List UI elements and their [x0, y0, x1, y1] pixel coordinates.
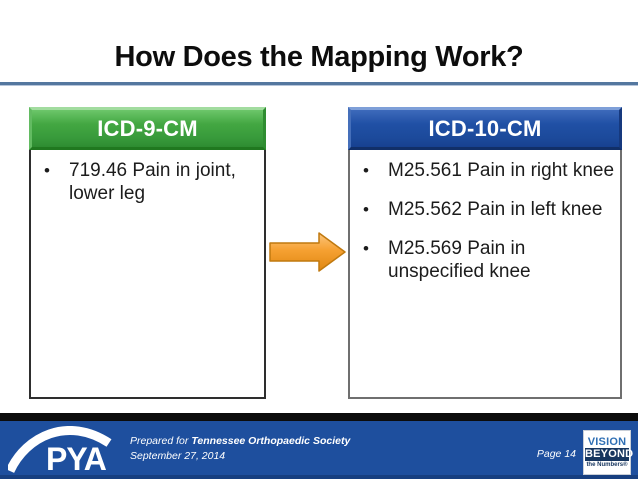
pya-arch-icon [8, 426, 112, 474]
bullet-icon [44, 159, 69, 183]
vision-logo-line2: BEYOND [585, 447, 634, 461]
pya-logo-text: PYA [46, 441, 107, 474]
footer-bottom-edge [0, 475, 638, 479]
list-item-text: M25.561 Pain in right knee [388, 160, 615, 181]
list-item: 719.46 Pain in joint, lower leg [44, 159, 259, 205]
page-number: Page 14 [536, 448, 576, 460]
list-item-text: M25.569 Pain in unspecified knee [388, 237, 531, 282]
prepared-prefix: Prepared for [130, 435, 189, 447]
list-item: M25.562 Pain in left knee [363, 198, 615, 222]
pya-logo: PYA [8, 426, 112, 474]
footer-date: September 27, 2014 [130, 450, 226, 462]
icd10-box: ICD-10-CM M25.561 Pain in right knee M25… [348, 107, 622, 399]
list-item-text: M25.562 Pain in left knee [388, 198, 603, 220]
icd10-body: M25.561 Pain in right knee M25.562 Pain … [348, 150, 622, 399]
list-item: M25.561 Pain in right knee [363, 159, 615, 183]
list-item: M25.569 Pain in unspecified knee [363, 237, 615, 283]
bullet-icon [363, 159, 388, 183]
vision-logo-line1: VISION [587, 435, 627, 448]
bullet-icon [363, 237, 388, 261]
icd9-header: ICD-9-CM [29, 107, 266, 150]
icd9-box: ICD-9-CM 719.46 Pain in joint, lower leg [29, 107, 266, 399]
right-arrow-icon [269, 232, 346, 272]
list-item-text: 719.46 Pain in joint, lower leg [69, 160, 236, 205]
icd9-body: 719.46 Pain in joint, lower leg [29, 150, 266, 399]
icd10-header: ICD-10-CM [348, 107, 622, 150]
prepared-org: Tennessee Orthopaedic Society [191, 435, 351, 447]
title-divider [0, 82, 638, 86]
mapping-arrow [269, 231, 347, 273]
vision-logo-tagline: the Numbers® [586, 461, 628, 468]
bullet-icon [363, 198, 388, 222]
footer-separator [0, 413, 638, 421]
page-title: How Does the Mapping Work? [114, 41, 524, 73]
vision-beyond-logo: VISION BEYOND the Numbers® [583, 430, 634, 475]
